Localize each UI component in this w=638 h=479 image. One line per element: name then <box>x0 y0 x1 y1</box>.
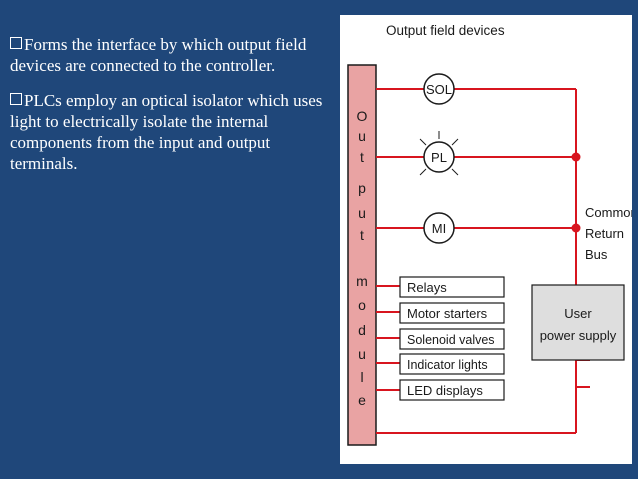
device-list-item <box>399 353 505 375</box>
module-letter: p <box>358 180 366 196</box>
checkbox-bullet-icon <box>10 37 22 49</box>
supply-label-line: User <box>564 306 592 321</box>
module-letter: m <box>356 273 368 289</box>
device-list-item <box>399 276 505 298</box>
output-module-diagram: Output field devices O u t p u t m o d u… <box>340 15 632 464</box>
diagram-svg: Output field devices O u t p u t m o d u… <box>347 23 632 446</box>
device-list-label: Solenoid valves <box>407 333 495 347</box>
module-letter: l <box>360 369 363 385</box>
module-letter: t <box>360 149 364 165</box>
pilot-light-device <box>423 141 455 173</box>
module-letter: O <box>357 108 368 124</box>
diagram-title: Output field devices <box>386 23 505 38</box>
bullet-item: Forms the interface by which output fiel… <box>10 34 335 76</box>
device-list: Relays Motor starters Solenoid valves In… <box>399 276 505 401</box>
device-label: MI <box>432 221 446 236</box>
supply-label-line: power supply <box>540 328 617 343</box>
module-letter: e <box>358 392 366 408</box>
junction-dot <box>571 223 581 233</box>
solenoid-device <box>423 73 455 105</box>
user-power-supply-box <box>531 284 625 361</box>
device-list-label: Relays <box>407 280 447 295</box>
device-list-label: LED displays <box>407 383 483 398</box>
wiring <box>376 88 590 434</box>
motor-device <box>423 212 455 244</box>
module-letter: o <box>358 297 366 313</box>
junction-dot <box>571 152 581 162</box>
module-letter: d <box>358 322 366 338</box>
device-list-label: Indicator lights <box>407 358 488 372</box>
module-letter: u <box>358 128 366 144</box>
device-list-item <box>399 328 505 350</box>
device-list-label: Motor starters <box>407 306 488 321</box>
bullet-text: Forms the interface by which output fiel… <box>10 35 307 75</box>
device-label: SOL <box>426 82 452 97</box>
device-label: PL <box>431 150 447 165</box>
output-module-block <box>347 64 377 446</box>
bus-label-line: Common <box>585 205 632 220</box>
device-list-item <box>399 379 505 401</box>
bullet-list: Forms the interface by which output fiel… <box>10 34 335 188</box>
module-letters: O u t p u t m o d u l e <box>356 108 368 408</box>
device-list-item <box>399 302 505 324</box>
lamp-rays-icon <box>419 131 459 176</box>
bus-label-line: Return <box>585 226 624 241</box>
bullet-item: PLCs employ an optical isolator which us… <box>10 90 335 174</box>
bus-label-line: Bus <box>585 247 608 262</box>
bullet-text: PLCs employ an optical isolator which us… <box>10 91 323 173</box>
module-letter: t <box>360 227 364 243</box>
module-letter: u <box>358 346 366 362</box>
checkbox-bullet-icon <box>10 93 22 105</box>
module-letter: u <box>358 205 366 221</box>
